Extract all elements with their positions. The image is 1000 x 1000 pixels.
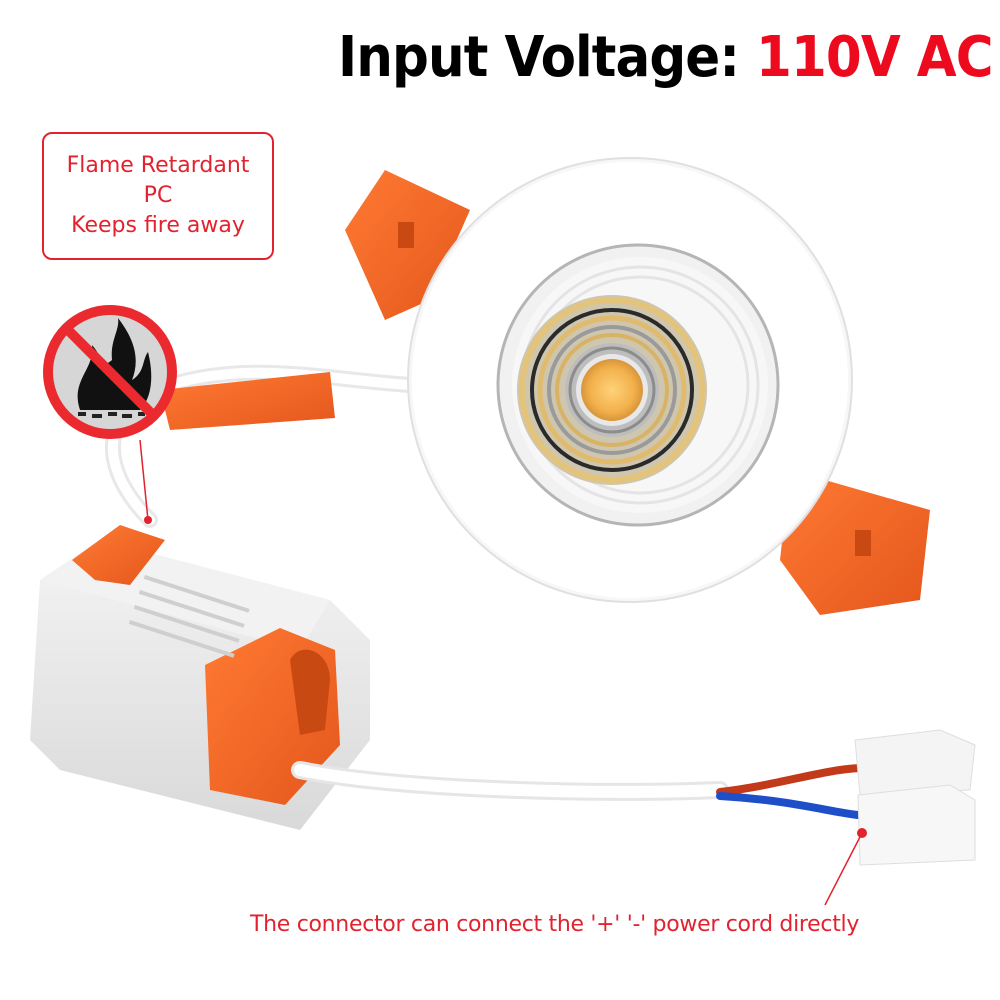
connector-cable — [291, 761, 864, 819]
callout-line-3: Keeps fire away — [71, 213, 245, 238]
spring-clip-top — [345, 170, 470, 320]
page-title: Input Voltage: 110V AC — [338, 22, 994, 94]
wire-connector — [854, 729, 976, 866]
flame-retardant-callout: Flame Retardant PC Keeps fire away — [42, 132, 274, 260]
led-driver — [30, 525, 370, 830]
led-chip — [581, 359, 643, 421]
title-label: Input Voltage: — [338, 25, 757, 90]
no-fire-prohibition-icon — [43, 305, 177, 439]
callout-line-2: PC — [143, 183, 173, 208]
callout-pointer-line — [139, 439, 149, 521]
spring-clip-bottom — [780, 470, 930, 615]
connector-pointer-line — [824, 832, 863, 906]
led-downlight — [407, 157, 853, 603]
callout-line-1: Flame Retardant — [66, 153, 250, 178]
connector-note: The connector can connect the '+' '-' po… — [250, 912, 860, 937]
voltage-value: 110V AC — [756, 25, 994, 90]
